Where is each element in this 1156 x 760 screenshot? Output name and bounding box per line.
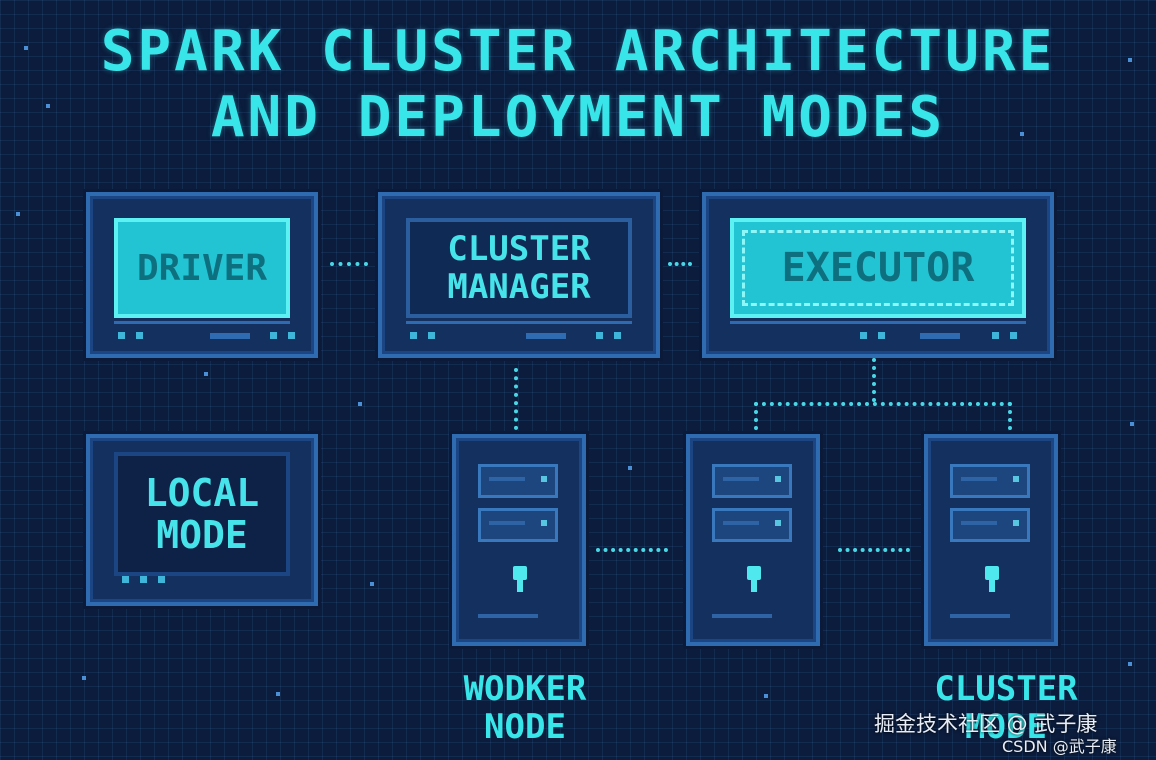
cluster-manager-label-line1: CLUSTER <box>447 229 591 269</box>
monitor-base <box>406 321 632 342</box>
executor-down-connector <box>872 358 876 402</box>
cluster-manager-label-line2: MANAGER <box>447 267 591 307</box>
local-mode-label-line1: LOCAL <box>144 471 260 515</box>
worker-node-label-line2: NODE <box>484 707 566 747</box>
worker-node-label-line1: WODKER <box>463 669 587 709</box>
driver-monitor: DRIVER <box>86 192 318 358</box>
keyhole-icon <box>985 566 999 580</box>
driver-label: DRIVER <box>136 247 268 289</box>
manager-worker-connector <box>514 368 518 430</box>
star-decoration <box>628 466 632 470</box>
star-decoration <box>1128 58 1132 62</box>
cluster-mode-label-line2: MODE <box>965 707 1047 747</box>
driver-manager-connector <box>330 262 368 266</box>
star-decoration <box>1020 132 1024 136</box>
cluster-server-tower-2 <box>924 434 1058 646</box>
cluster-manager-screen: CLUSTER MANAGER <box>406 218 632 318</box>
worker-tower-connector <box>596 548 668 552</box>
executor-monitor: EXECUTOR <box>702 192 1054 358</box>
star-decoration <box>204 372 208 376</box>
local-mode-label-line2: MODE <box>156 513 248 557</box>
worker-node-label: WODKER NODE <box>430 670 620 746</box>
star-decoration <box>24 46 28 50</box>
worker-server-tower <box>452 434 586 646</box>
star-decoration <box>1130 422 1134 426</box>
manager-executor-connector <box>668 262 692 266</box>
monitor-base <box>114 321 295 342</box>
star-decoration <box>82 676 86 680</box>
star-decoration <box>276 692 280 696</box>
keyhole-icon <box>747 566 761 580</box>
driver-screen: DRIVER <box>114 218 290 318</box>
star-decoration <box>358 402 362 406</box>
watermark-juejin: 掘金技术社区 @ 武子康 <box>874 712 1098 736</box>
branch-left-drop <box>754 402 758 430</box>
diagram-title-line1: SPARK CLUSTER ARCHITECTURE <box>100 19 1056 84</box>
diagram-title-line2: AND DEPLOYMENT MODES <box>210 85 946 150</box>
cluster-mode-label: CLUSTER MODE <box>906 670 1106 746</box>
executor-screen: EXECUTOR <box>730 218 1026 318</box>
monitor-base <box>114 572 290 590</box>
keyhole-icon <box>513 566 527 580</box>
executor-label: EXECUTOR <box>781 245 975 291</box>
local-mode-monitor: LOCAL MODE <box>86 434 318 606</box>
tower-tower-connector <box>838 548 910 552</box>
star-decoration <box>764 694 768 698</box>
watermark-csdn: CSDN @武子康 <box>1002 737 1117 756</box>
star-decoration <box>16 212 20 216</box>
star-decoration <box>46 104 50 108</box>
star-decoration <box>370 582 374 586</box>
star-decoration <box>1128 662 1132 666</box>
monitor-base <box>730 321 1026 342</box>
executor-branch-connector <box>754 402 1012 406</box>
cluster-server-tower-1 <box>686 434 820 646</box>
branch-right-drop <box>1008 402 1012 430</box>
cluster-manager-monitor: CLUSTER MANAGER <box>378 192 660 358</box>
local-mode-screen: LOCAL MODE <box>114 452 290 576</box>
cluster-mode-label-line1: CLUSTER <box>934 669 1078 709</box>
